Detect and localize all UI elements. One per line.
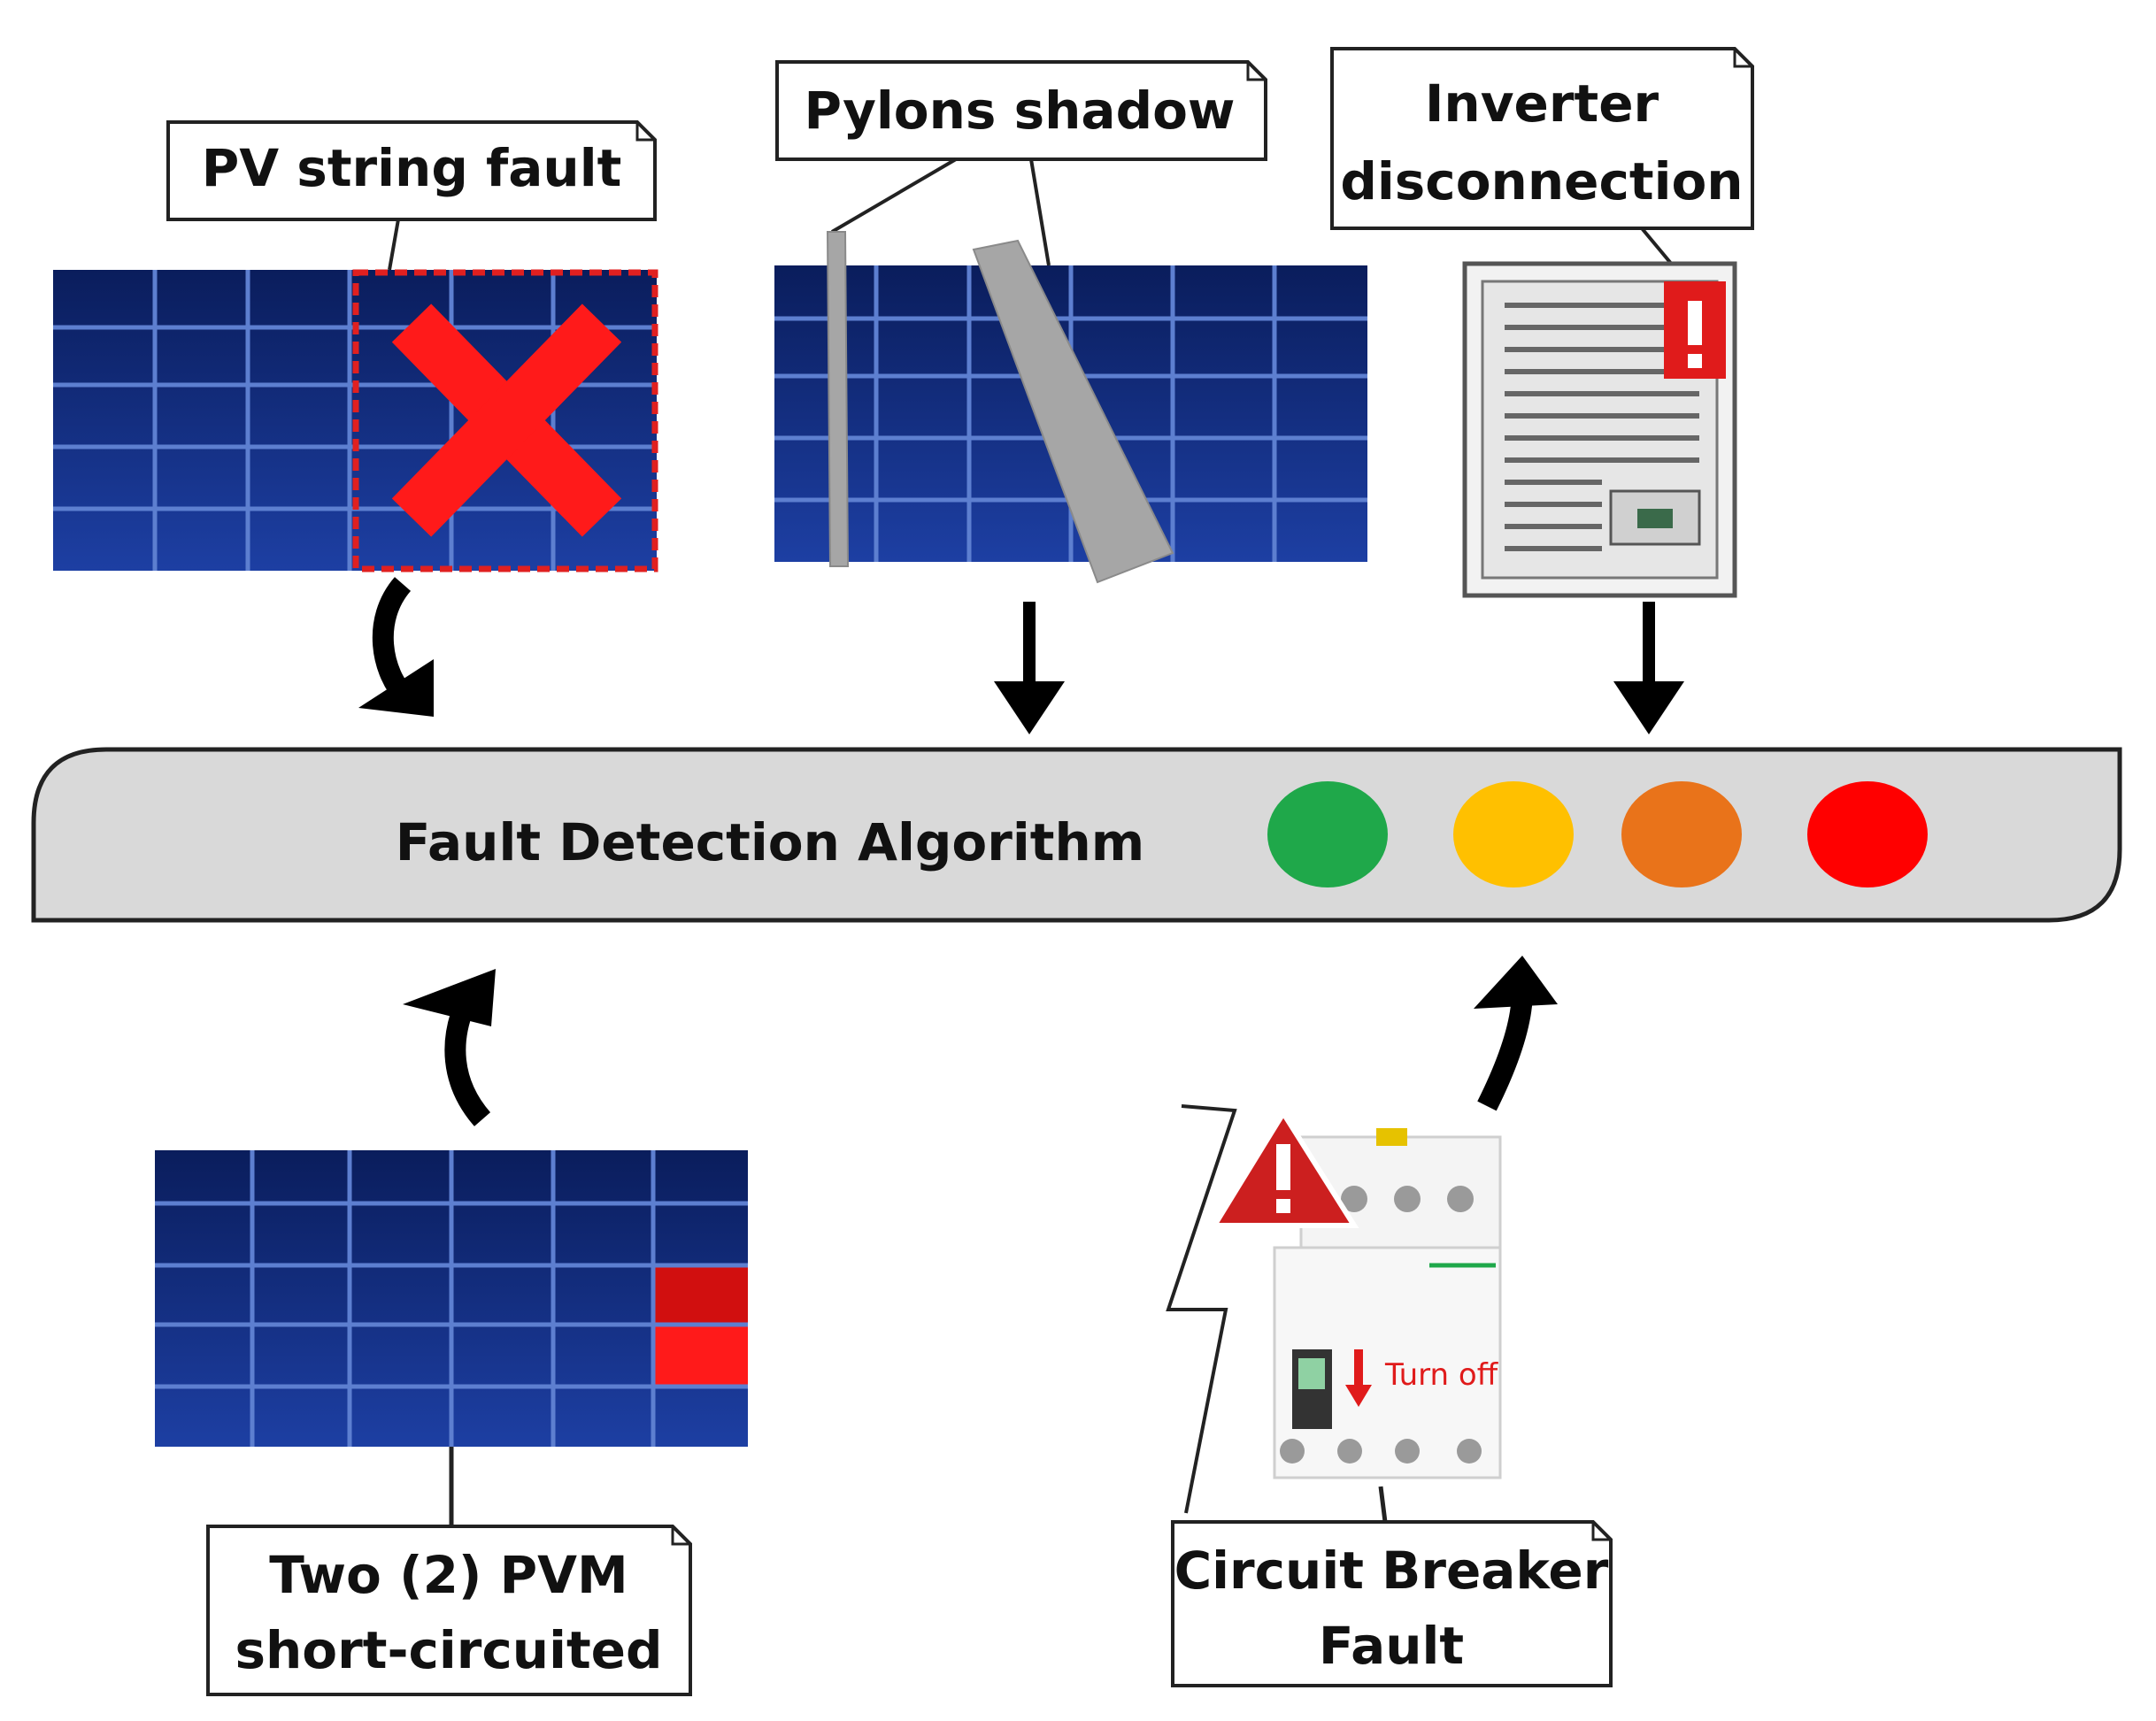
- circuit-breaker-label-line2: Fault: [1319, 1616, 1464, 1676]
- status-light-yellow: [1453, 781, 1574, 887]
- inverter-disconnection-group: Inverter disconnection: [1330, 47, 1754, 598]
- status-indicators: [1267, 781, 1928, 887]
- shadowed-pv-panel: [774, 231, 1367, 584]
- warning-exclamation-icon: [1688, 301, 1702, 345]
- pv-string-fault-group: PV string fault: [53, 120, 658, 572]
- short-circuit-label-line2: short-circuited: [235, 1620, 662, 1680]
- inverter-label-line1: Inverter: [1425, 73, 1659, 134]
- short-circuit-callout: Two (2) PVM short-circuited: [206, 1525, 692, 1696]
- short-circuit-label-line1: Two (2) PVM: [269, 1545, 628, 1605]
- pv-string-fault-callout: PV string fault: [166, 120, 657, 271]
- status-light-red: [1807, 781, 1928, 887]
- pylons-shadow-label: Pylons shadow: [804, 81, 1235, 141]
- turn-off-label: Turn off: [1384, 1357, 1499, 1393]
- pylons-shadow-callout: Pylons shadow: [775, 60, 1267, 266]
- short-circuit-panel: [155, 1150, 748, 1447]
- straight-arrow-pylons: [994, 602, 1065, 734]
- circuit-breaker-group: Turn off Circuit Breaker Fault: [1166, 1104, 1613, 1687]
- algorithm-label: Fault Detection Algorithm: [396, 812, 1144, 872]
- pylons-shadow-group: Pylons shadow: [774, 60, 1367, 584]
- shorted-module-1: [655, 1265, 748, 1323]
- inverter-icon: [1462, 261, 1737, 598]
- inverter-callout: Inverter disconnection: [1330, 47, 1754, 294]
- lightning-bolt-outline: [1166, 1104, 1237, 1514]
- arrows-up: [403, 956, 1558, 1126]
- circuit-breaker-label-line1: Circuit Breaker: [1174, 1540, 1609, 1601]
- curved-arrow-breaker: [1477, 990, 1533, 1111]
- inverter-label-line2: disconnection: [1340, 151, 1743, 211]
- shorted-module-2: [655, 1325, 748, 1385]
- fault-region-outline: [352, 269, 658, 572]
- pylon-shadow-thin: [826, 231, 850, 567]
- turn-off-arrow-icon: [1354, 1349, 1363, 1389]
- short-circuit-group: Two (2) PVM short-circuited: [155, 1150, 748, 1696]
- fault-x-icon: [391, 303, 622, 537]
- arrows-in: [358, 577, 1684, 734]
- circuit-breaker-icon: Turn off: [1273, 1128, 1502, 1479]
- pv-string-panel: [53, 269, 658, 572]
- circuit-breaker-callout: Circuit Breaker Fault: [1171, 1520, 1613, 1687]
- status-light-green: [1267, 781, 1388, 887]
- pylon-shadow-wide: [972, 239, 1174, 584]
- fault-detection-algorithm-bar: Fault Detection Algorithm: [31, 747, 2122, 923]
- warning-triangle-icon: [1209, 1108, 1359, 1228]
- status-light-orange: [1621, 781, 1742, 887]
- pv-string-fault-label: PV string fault: [202, 138, 622, 198]
- straight-arrow-inverter: [1613, 602, 1684, 734]
